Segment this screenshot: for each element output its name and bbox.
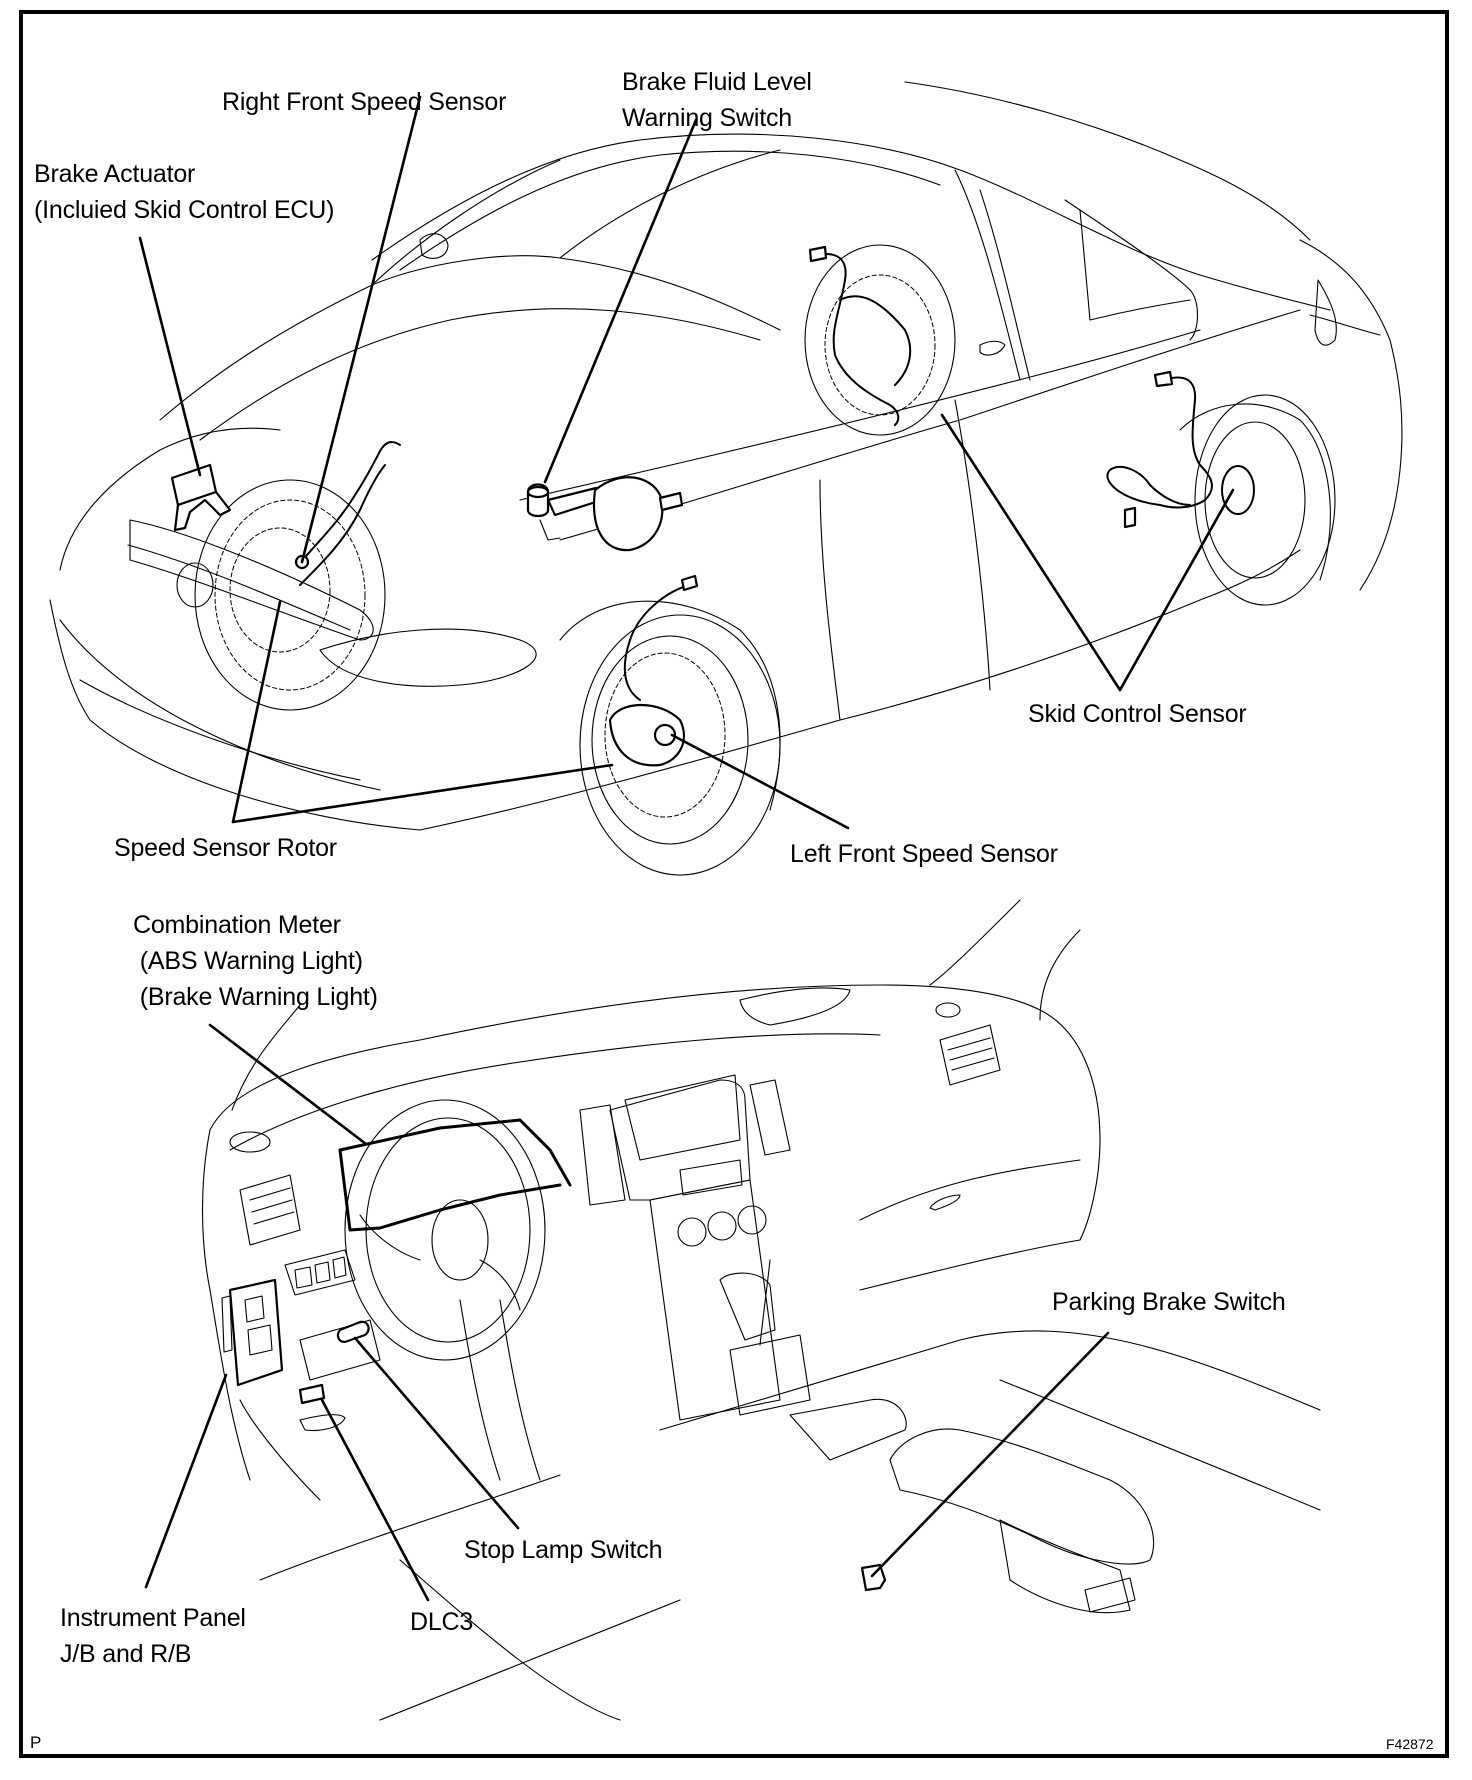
front-left-wheel [559, 600, 781, 876]
label-brake-actuator-line2: (Incluied Skid Control ECU) [34, 196, 335, 224]
leader-skid-sensor-rear [1118, 488, 1235, 692]
label-brake-actuator-line1: Brake Actuator [34, 160, 196, 188]
corner-mark: P [30, 1733, 42, 1752]
dashboard [201, 899, 1321, 1721]
label-left-front-speed-sensor: Left Front Speed Sensor [790, 840, 1058, 868]
leader-skid-sensor-front [940, 413, 1122, 692]
label-brake-fluid-level-switch-line2: Warning Switch [622, 104, 792, 132]
label-skid-control-sensor: Skid Control Sensor [1028, 700, 1247, 728]
rear-right-sensor-harness [808, 245, 912, 426]
diagram-frame [19, 10, 1449, 1758]
figure-id: F42872 [1386, 1736, 1434, 1752]
leader-lines [138, 95, 1235, 1602]
leader-stop-lamp-switch [353, 1336, 520, 1530]
leader-parking-brake-switch [870, 1331, 1110, 1578]
label-combination-meter-line2: (ABS Warning Light) [133, 947, 363, 975]
leader-combination-meter [208, 1023, 368, 1146]
leader-brake-fluid-switch [543, 118, 698, 484]
rear-right-wheel [804, 244, 956, 436]
label-brake-fluid-level-switch-line1: Brake Fluid Level [622, 68, 812, 96]
leader-instrument-panel-jb [144, 1373, 228, 1589]
leader-rotor-left [231, 763, 614, 824]
leader-brake-actuator [138, 236, 202, 477]
car-body [49, 81, 1403, 831]
label-stop-lamp-switch: Stop Lamp Switch [464, 1536, 663, 1564]
label-speed-sensor-rotor: Speed Sensor Rotor [114, 834, 337, 862]
label-dlc3: DLC3 [410, 1608, 474, 1636]
front-right-wheel [194, 479, 386, 711]
label-instrument-panel-jb-line2: J/B and R/B [60, 1640, 192, 1668]
front-right-sensor-harness [294, 441, 401, 586]
leader-rotor-right [231, 600, 282, 824]
label-combination-meter-line1: Combination Meter [133, 911, 341, 939]
label-combination-meter-line3: (Brake Warning Light) [133, 983, 378, 1011]
leader-dlc3 [320, 1398, 430, 1602]
leader-left-front-speed-sensor [670, 733, 850, 830]
left-front-sensor-harness [608, 574, 699, 767]
label-instrument-panel-jb-line1: Instrument Panel [60, 1604, 246, 1632]
brake-booster-master-cylinder [526, 476, 684, 552]
leader-right-front-speed-sensor [300, 95, 422, 564]
label-parking-brake-switch: Parking Brake Switch [1052, 1288, 1286, 1316]
rear-left-sensor-harness [1106, 370, 1213, 529]
label-right-front-speed-sensor: Right Front Speed Sensor [222, 88, 507, 116]
